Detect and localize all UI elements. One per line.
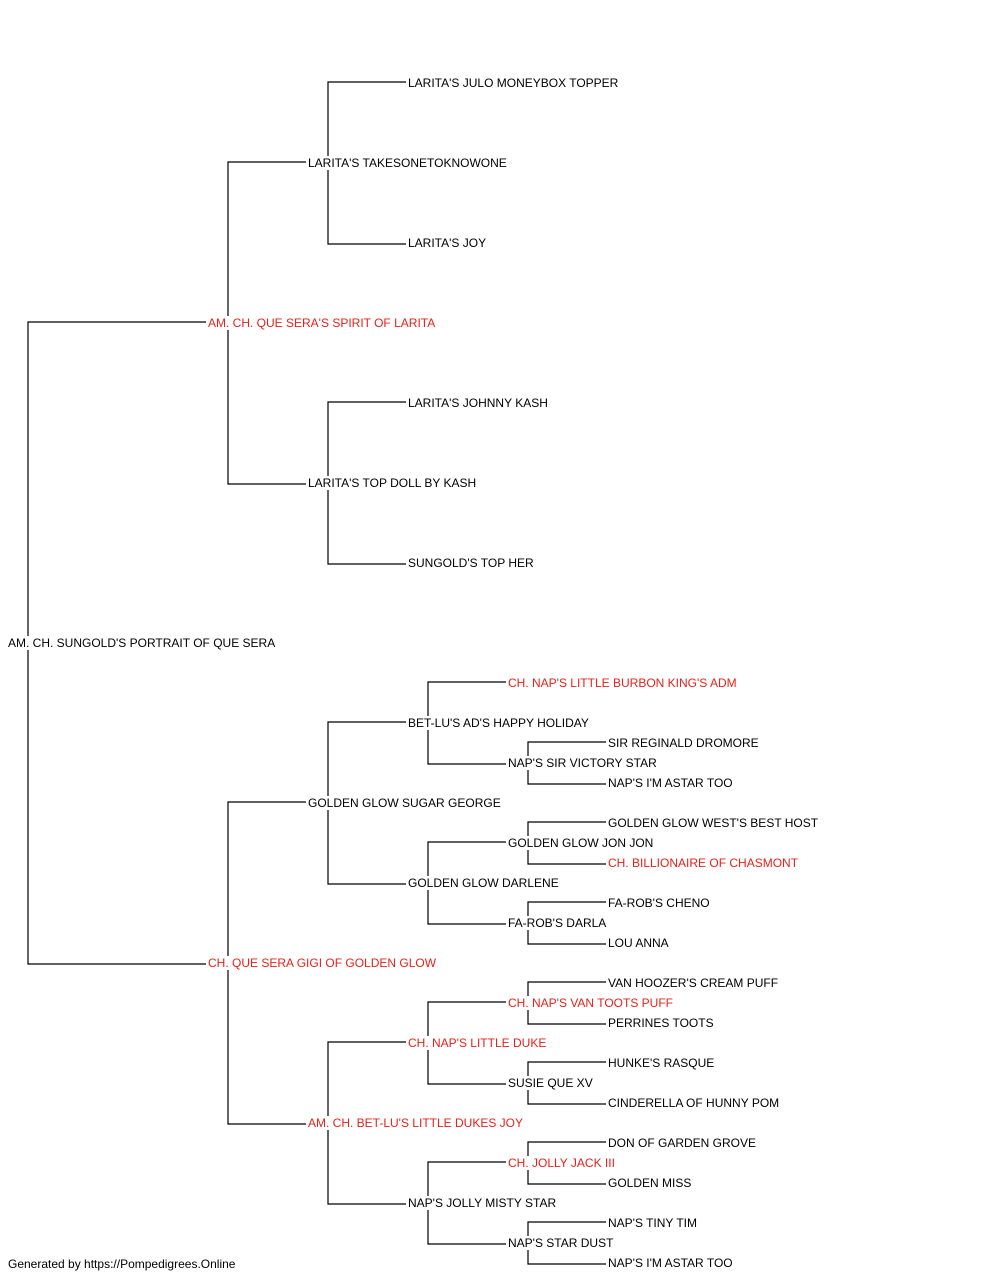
dam-dam-dam-sire-name[interactable]: CH. JOLLY JACK III bbox=[508, 1156, 617, 1170]
dam-dam-dam-sire-sire-name[interactable]: DON OF GARDEN GROVE bbox=[608, 1136, 759, 1150]
sire-sire-name[interactable]: LARITA'S TAKESONETOKNOWONE bbox=[308, 156, 509, 170]
dam-sire-dam-sire-sire-name[interactable]: GOLDEN GLOW WEST'S BEST HOST bbox=[608, 816, 821, 830]
sire-dam-name[interactable]: LARITA'S TOP DOLL BY KASH bbox=[308, 476, 479, 490]
dam-dam-sire-name[interactable]: CH. NAP'S LITTLE DUKE bbox=[408, 1036, 549, 1050]
dam-dam-dam-sire-dam-name[interactable]: GOLDEN MISS bbox=[608, 1176, 694, 1190]
dam-dam-dam-dam-sire-name[interactable]: NAP'S TINY TIM bbox=[608, 1216, 699, 1230]
dam-dam-dam-dam-dam-name[interactable]: NAP'S I'M ASTAR TOO bbox=[608, 1256, 735, 1270]
dam-dam-sire-dam-dam-name[interactable]: CINDERELLA OF HUNNY POM bbox=[608, 1096, 782, 1110]
dam-sire-dam-name[interactable]: GOLDEN GLOW DARLENE bbox=[408, 876, 561, 890]
generated-by-footer[interactable]: Generated by https://Pompedigrees.Online bbox=[8, 1257, 236, 1271]
dam-sire-name[interactable]: GOLDEN GLOW SUGAR GEORGE bbox=[308, 796, 503, 810]
dam-sire-dam-sire-name[interactable]: GOLDEN GLOW JON JON bbox=[508, 836, 656, 850]
sire-dam-dam-name[interactable]: SUNGOLD'S TOP HER bbox=[408, 556, 536, 570]
dam-dam-dam-name[interactable]: NAP'S JOLLY MISTY STAR bbox=[408, 1196, 559, 1210]
dam-sire-sire-dam-sire-name[interactable]: SIR REGINALD DROMORE bbox=[608, 736, 761, 750]
dam-sire-dam-dam-sire-name[interactable]: FA-ROB'S CHENO bbox=[608, 896, 712, 910]
dam-sire-dam-dam-name[interactable]: FA-ROB'S DARLA bbox=[508, 916, 609, 930]
sire-dam-sire-name[interactable]: LARITA'S JOHNNY KASH bbox=[408, 396, 550, 410]
dam-dam-name[interactable]: AM. CH. BET-LU'S LITTLE DUKES JOY bbox=[308, 1116, 526, 1130]
subject-dog-name[interactable]: AM. CH. SUNGOLD'S PORTRAIT OF QUE SERA bbox=[8, 636, 278, 650]
dam-dam-sire-dam-sire-name[interactable]: HUNKE'S RASQUE bbox=[608, 1056, 717, 1070]
sire-sire-sire-name[interactable]: LARITA'S JULO MONEYBOX TOPPER bbox=[408, 76, 621, 90]
dam-dam-sire-dam-name[interactable]: SUSIE QUE XV bbox=[508, 1076, 595, 1090]
dam-sire-dam-sire-dam-name[interactable]: CH. BILLIONAIRE OF CHASMONT bbox=[608, 856, 801, 870]
dam-dam-dam-dam-name[interactable]: NAP'S STAR DUST bbox=[508, 1236, 616, 1250]
dam-sire-sire-dam-name[interactable]: NAP'S SIR VICTORY STAR bbox=[508, 756, 659, 770]
dam-name[interactable]: CH. QUE SERA GIGI OF GOLDEN GLOW bbox=[208, 956, 439, 970]
dam-sire-sire-dam-dam-name[interactable]: NAP'S I'M ASTAR TOO bbox=[608, 776, 735, 790]
dam-dam-sire-sire-sire-name[interactable]: VAN HOOZER'S CREAM PUFF bbox=[608, 976, 781, 990]
dam-sire-sire-name[interactable]: BET-LU'S AD'S HAPPY HOLIDAY bbox=[408, 716, 591, 730]
sire-sire-dam-name[interactable]: LARITA'S JOY bbox=[408, 236, 489, 250]
sire-name[interactable]: AM. CH. QUE SERA'S SPIRIT OF LARITA bbox=[208, 316, 438, 330]
dam-sire-sire-sire-name[interactable]: CH. NAP'S LITTLE BURBON KING'S ADM bbox=[508, 676, 739, 690]
dam-sire-dam-dam-dam-name[interactable]: LOU ANNA bbox=[608, 936, 671, 950]
dam-dam-sire-sire-dam-name[interactable]: PERRINES TOOTS bbox=[608, 1016, 716, 1030]
dam-dam-sire-sire-name[interactable]: CH. NAP'S VAN TOOTS PUFF bbox=[508, 996, 675, 1010]
